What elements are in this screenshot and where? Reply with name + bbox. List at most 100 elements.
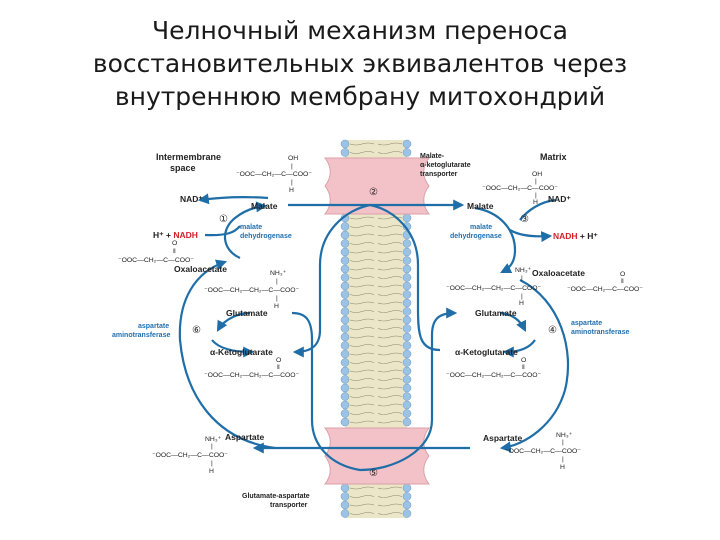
svg-text:⁻OOC—CH₂—C—COO⁻: ⁻OOC—CH₂—C—COO⁻ bbox=[152, 452, 228, 459]
svg-text:NH₃⁺: NH₃⁺ bbox=[556, 432, 573, 439]
lipid-head bbox=[402, 383, 412, 393]
svg-text:H: H bbox=[519, 300, 524, 307]
svg-text:OH: OH bbox=[532, 171, 542, 178]
left-nadh-label: NADH bbox=[173, 230, 198, 240]
lipid-tail bbox=[349, 335, 403, 339]
formula-malate-matrix: OH | ⁻OOC—CH₂—C—COO⁻ | H bbox=[482, 171, 558, 206]
lipid-head bbox=[402, 400, 412, 410]
title-line-2: восстановительных эквивалентов через bbox=[92, 49, 628, 78]
svg-text:|: | bbox=[211, 460, 213, 467]
lipid-head bbox=[340, 500, 350, 510]
lipid-head bbox=[340, 358, 350, 367]
lipid-head bbox=[340, 383, 350, 393]
left-glutamate-label: Glutamate bbox=[226, 308, 268, 318]
lipid-head bbox=[402, 349, 412, 359]
lipid-tail bbox=[349, 395, 403, 398]
svg-text:⁻OOC—CH₂—C—COO⁻: ⁻OOC—CH₂—C—COO⁻ bbox=[118, 257, 194, 264]
malate-transporter-label-1: Malate- bbox=[420, 153, 445, 160]
step-4: ④ bbox=[548, 325, 557, 336]
lipid-tail bbox=[349, 412, 403, 415]
lipid-tail bbox=[349, 327, 403, 330]
right-akg-arrow bbox=[502, 339, 536, 358]
svg-text:|: | bbox=[521, 293, 523, 300]
formula-ketoglutarate-intermembrane: O ‖ ⁻OOC—CH₂—CH₂—C—COO⁻ bbox=[204, 357, 300, 379]
step-3: ③ bbox=[520, 214, 529, 225]
lipid-tail bbox=[349, 361, 403, 364]
svg-text:⁻OOC—CH₂—C—COO⁻: ⁻OOC—CH₂—C—COO⁻ bbox=[482, 185, 558, 192]
left-mdh-label-1: malate bbox=[240, 224, 262, 231]
lipid-tail bbox=[349, 344, 403, 347]
svg-text:O: O bbox=[276, 357, 281, 364]
malate-transporter-label-2: α-ketoglutarate bbox=[420, 162, 471, 169]
svg-text:|: | bbox=[291, 179, 293, 186]
right-akg-label: α-Ketoglutarate bbox=[455, 347, 518, 357]
lipid-head bbox=[340, 307, 350, 316]
right-malate-label: Malate bbox=[467, 201, 494, 211]
step-6: ⑥ bbox=[192, 325, 201, 336]
formula-aspartate-intermembrane: NH₃⁺ | ⁻OOC—CH₂—C—COO⁻ | H bbox=[152, 436, 228, 475]
lipid-head bbox=[402, 409, 412, 418]
lipid-head bbox=[340, 230, 350, 240]
svg-text:‖: ‖ bbox=[173, 248, 176, 255]
svg-text:OH: OH bbox=[288, 155, 298, 162]
lipid-head bbox=[402, 148, 412, 157]
lipid-head bbox=[402, 298, 412, 308]
lipid-head bbox=[402, 307, 412, 316]
lipid-head bbox=[402, 139, 412, 149]
lipid-tail bbox=[349, 403, 403, 407]
lipid-tail bbox=[349, 378, 403, 381]
step-5: ⑤ bbox=[369, 468, 378, 479]
malate-ketoglutarate-transporter-shape bbox=[323, 157, 431, 215]
lipid-head bbox=[402, 281, 412, 291]
page-title: Челночный механизм переноса восстановите… bbox=[0, 14, 720, 113]
lipid-head bbox=[340, 483, 350, 493]
right-cycle-arc bbox=[499, 279, 570, 453]
matrix-label: Matrix bbox=[540, 152, 567, 162]
lipid-head bbox=[402, 492, 412, 501]
left-cycle-arc bbox=[178, 259, 276, 450]
svg-text:⁻OOC—CH₂—CH₂—C—COO⁻: ⁻OOC—CH₂—CH₂—C—COO⁻ bbox=[204, 372, 300, 379]
lipid-head bbox=[340, 332, 350, 342]
flow-arrows bbox=[178, 193, 570, 472]
right-nad-arrow bbox=[519, 198, 556, 221]
svg-text:|: | bbox=[276, 278, 278, 285]
lipid-head bbox=[340, 409, 350, 418]
lipid-tail bbox=[349, 512, 403, 515]
lipid-head bbox=[340, 273, 350, 282]
lipid-head bbox=[340, 222, 350, 231]
right-mdh-label-1: malate bbox=[470, 224, 492, 231]
lipid-tail bbox=[349, 250, 403, 254]
lipid-head bbox=[340, 256, 350, 265]
formula-oxaloacetate-matrix: O ‖ ⁻OOC—CH₂—C—COO⁻ bbox=[567, 271, 643, 293]
svg-text:H: H bbox=[289, 187, 294, 194]
intermembrane-label: Intermembrane bbox=[156, 152, 221, 162]
left-nad-arrow bbox=[197, 193, 269, 205]
svg-text:⁻OOC—CH₂—CH₂—C—COO⁻: ⁻OOC—CH₂—CH₂—C—COO⁻ bbox=[446, 285, 542, 292]
svg-text:NH₃⁺: NH₃⁺ bbox=[270, 270, 287, 277]
lipid-tail bbox=[349, 284, 403, 288]
membrane-lipid-tails bbox=[349, 142, 403, 515]
lipid-head bbox=[402, 375, 412, 384]
svg-text:O: O bbox=[521, 357, 526, 364]
right-ast-label-2: aminotransferase bbox=[571, 329, 629, 336]
membrane-lipid-heads bbox=[340, 139, 412, 518]
lipid-head bbox=[340, 375, 350, 384]
glu-asp-transporter-label-2: transporter bbox=[270, 502, 308, 509]
formula-glutamate-intermembrane: NH₃⁺ | ⁻OOC—CH₂—CH₂—C—COO⁻ | H bbox=[204, 270, 300, 310]
step-1: ① bbox=[219, 214, 228, 225]
lipid-tail bbox=[349, 301, 403, 305]
intermembrane-space-label: space bbox=[170, 163, 196, 173]
formula-aspartate-matrix: NH₃⁺ | ⁻OOC—CH₂—C—COO⁻ | H bbox=[505, 432, 581, 471]
lipid-head bbox=[340, 148, 350, 157]
svg-text:‖: ‖ bbox=[522, 364, 525, 371]
lipid-head bbox=[340, 281, 350, 291]
svg-text:NH₃⁺: NH₃⁺ bbox=[205, 436, 222, 443]
svg-text:⁻OOC—CH₂—C—COO⁻: ⁻OOC—CH₂—C—COO⁻ bbox=[567, 286, 643, 293]
right-mdh-label-2: dehydrogenase bbox=[450, 233, 502, 240]
lipid-head bbox=[340, 290, 350, 299]
left-glutamate-arrow bbox=[216, 311, 251, 332]
lipid-head bbox=[340, 298, 350, 308]
lipid-head bbox=[340, 239, 350, 248]
lipid-head bbox=[402, 509, 412, 518]
